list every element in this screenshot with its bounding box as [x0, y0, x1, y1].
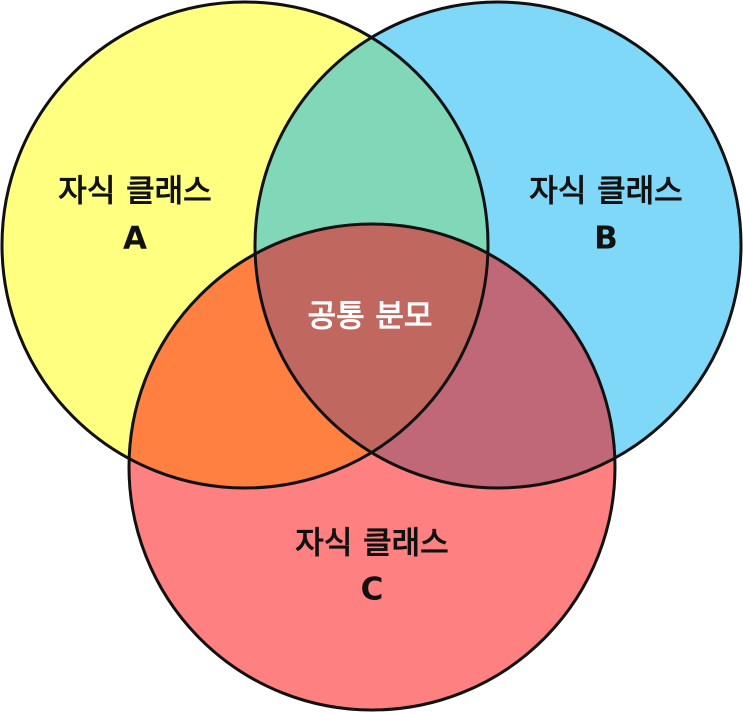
set-a-label-line2: A — [123, 221, 147, 257]
set-a-outline — [0, 0, 490, 490]
set-c-label-line1: 자식 클래스 — [295, 526, 448, 562]
set-b-outline — [253, 0, 743, 490]
set-b-label-line1: 자식 클래스 — [529, 174, 682, 210]
set-c-outline — [127, 222, 617, 712]
set-c-label-line2: C — [361, 572, 384, 608]
set-b-label-line2: B — [594, 221, 618, 257]
common-intersection-label: 공통 분모 — [308, 299, 433, 335]
set-a-label-line1: 자식 클래스 — [58, 174, 211, 210]
